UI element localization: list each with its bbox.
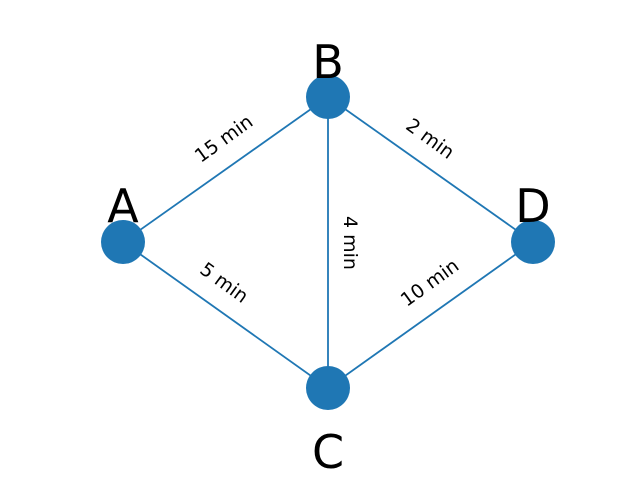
node-b xyxy=(306,75,350,119)
edge-a-b xyxy=(122,96,329,243)
node-c xyxy=(306,366,350,410)
edge-label-b-c: 4 min xyxy=(339,216,361,270)
node-label-b: B xyxy=(312,35,344,89)
edges-layer xyxy=(122,96,534,389)
edge-b-d xyxy=(327,96,534,243)
node-a xyxy=(101,220,145,264)
nodes-layer xyxy=(101,75,555,410)
node-d xyxy=(511,220,555,264)
edge-a-c xyxy=(122,241,329,389)
node-label-c: C xyxy=(312,425,344,479)
node-label-d: D xyxy=(515,179,550,233)
edge-c-d xyxy=(327,241,534,389)
node-label-a: A xyxy=(107,179,139,233)
node-labels-layer: A B C D xyxy=(107,35,550,479)
